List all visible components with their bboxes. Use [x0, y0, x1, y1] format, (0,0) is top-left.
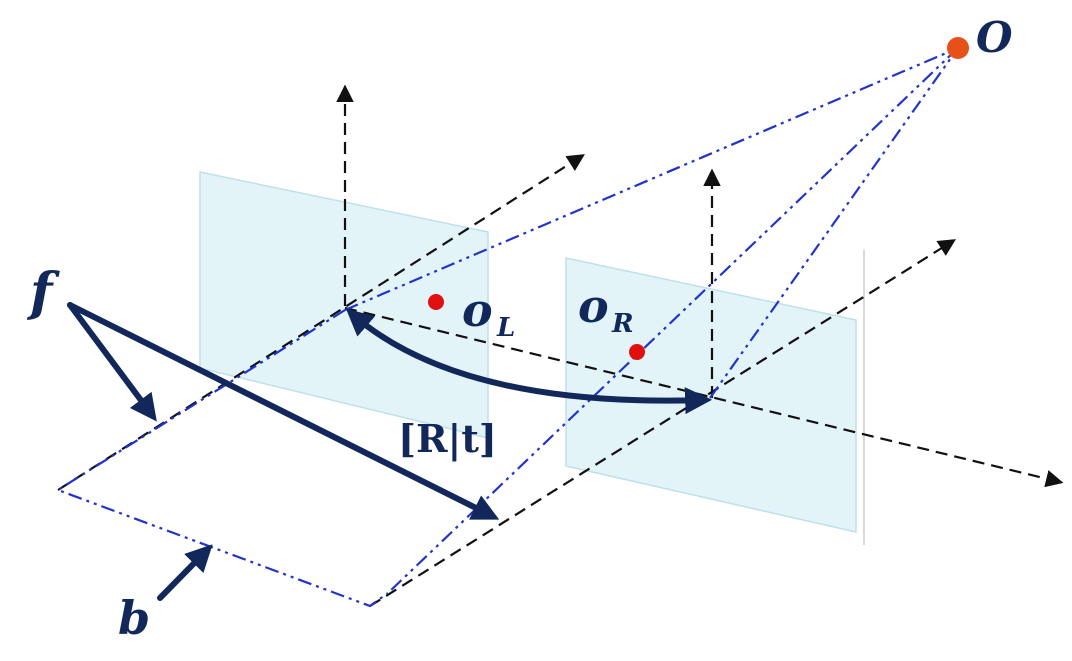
focal-arrow-short	[67, 302, 157, 422]
right-horizontal-axis	[369, 239, 956, 607]
label-f: f	[26, 262, 60, 323]
label-O: O	[976, 13, 1013, 62]
label-oR: o	[578, 279, 609, 333]
point-O-marker	[947, 37, 969, 59]
label-transform: [R|t]	[398, 416, 497, 461]
baseline-arrow	[157, 544, 213, 601]
label-b: b	[118, 591, 150, 645]
transform-arc-arrow	[345, 308, 713, 415]
right-principal-point	[629, 344, 645, 360]
left-principal-point	[428, 294, 444, 310]
baseline-frame	[55, 309, 389, 608]
label-oR-subscript: R	[611, 309, 634, 339]
focal-arrow-long	[67, 302, 500, 520]
label-oL-subscript: L	[496, 313, 515, 343]
label-oL: o	[462, 283, 493, 337]
ray-left-to-O	[344, 46, 959, 312]
left-horizontal-axis	[57, 154, 585, 491]
ray-right-to-O	[709, 47, 959, 399]
